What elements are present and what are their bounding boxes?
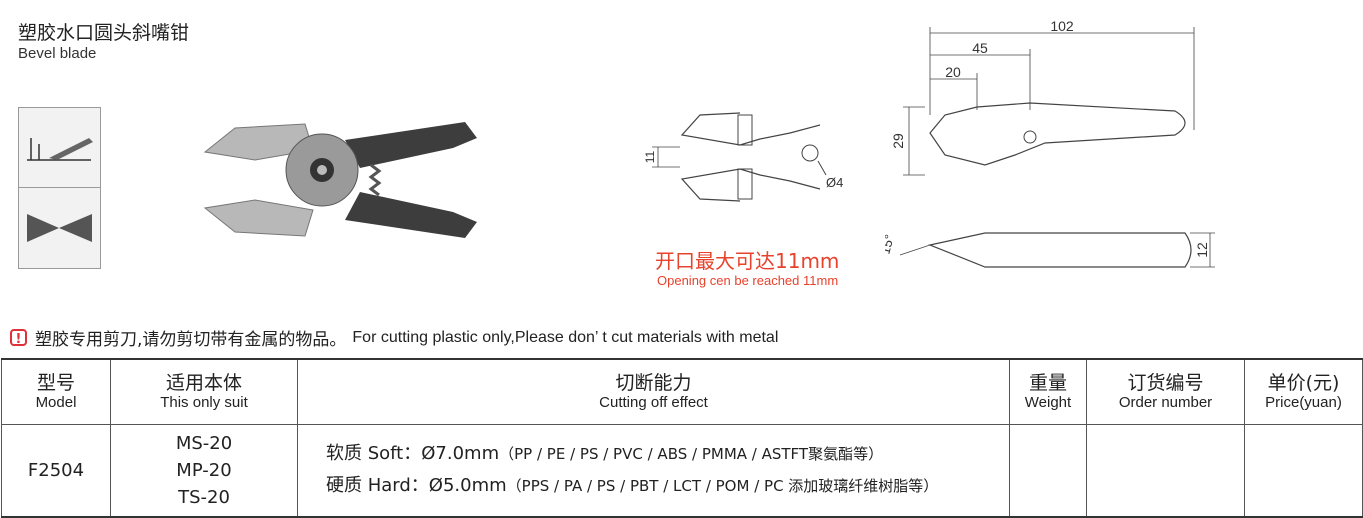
warning-notice: ! 塑胶专用剪刀,请勿剪切带有金属的物品。 For cutting plasti… xyxy=(10,325,778,350)
front-view-drawing: 11 Ø4 xyxy=(643,112,843,202)
header-weight: 重量 Weight xyxy=(1009,358,1087,425)
dim-45-label: 45 xyxy=(972,40,988,56)
header-cutting-effect: 切断能力 Cutting off effect xyxy=(297,358,1010,425)
header-model: 型号 Model xyxy=(1,358,111,425)
table-row: F2504 MS-20 MP-20 TS-20 软质 Soft：Ø7.0mm（P… xyxy=(1,423,1363,518)
max-opening-en: Opening cen be reached 11mm xyxy=(657,273,839,288)
warning-text-cn: 塑胶专用剪刀,请勿剪切带有金属的物品。 xyxy=(35,330,347,350)
cell-suit: MS-20 MP-20 TS-20 xyxy=(110,423,298,518)
dim-12-label: 12 xyxy=(1194,242,1210,258)
cell-cutting-effect: 软质 Soft：Ø7.0mm（PP / PE / PS / PVC / ABS … xyxy=(297,423,1010,518)
cell-weight xyxy=(1009,423,1087,518)
warning-text-en: For cutting plastic only,Please don’ t c… xyxy=(352,328,779,346)
warning-icon: ! xyxy=(10,329,27,347)
cell-model: F2504 xyxy=(1,423,111,518)
dim-15-label: 15° xyxy=(885,233,897,256)
header-order-number: 订货编号 Order number xyxy=(1086,358,1245,425)
dim-29-label: 29 xyxy=(890,133,906,149)
product-subtitle: Bevel blade xyxy=(18,45,97,62)
product-title: 塑胶水口圆头斜嘴钳 xyxy=(18,22,190,44)
header-price: 单价(元) Price(yuan) xyxy=(1244,358,1363,425)
dim-11-label: 11 xyxy=(643,150,657,163)
bevel-blade-side-icon xyxy=(18,107,101,189)
table-header-row: 型号 Model 适用本体 This only suit 切断能力 Cuttin… xyxy=(1,358,1363,425)
dim-20-label: 20 xyxy=(945,64,961,80)
cell-price xyxy=(1244,423,1363,518)
cutter-photo xyxy=(203,122,477,238)
dim-4-label: Ø4 xyxy=(826,175,843,190)
dimension-drawing: 102 45 20 29 15° 12 xyxy=(885,18,1215,268)
spec-table: 型号 Model 适用本体 This only suit 切断能力 Cuttin… xyxy=(1,358,1363,518)
v-notch-icon xyxy=(18,187,101,269)
header-suit: 适用本体 This only suit xyxy=(110,358,298,425)
cell-order-number xyxy=(1086,423,1245,518)
dim-102-label: 102 xyxy=(1050,18,1074,34)
max-opening-cn: 开口最大可达11mm xyxy=(655,249,840,273)
soft-capacity: 软质 Soft：Ø7.0mm（PP / PE / PS / PVC / ABS … xyxy=(326,443,884,465)
hard-capacity: 硬质 Hard：Ø5.0mm（PPS / PA / PS / PBT / LCT… xyxy=(326,475,939,497)
